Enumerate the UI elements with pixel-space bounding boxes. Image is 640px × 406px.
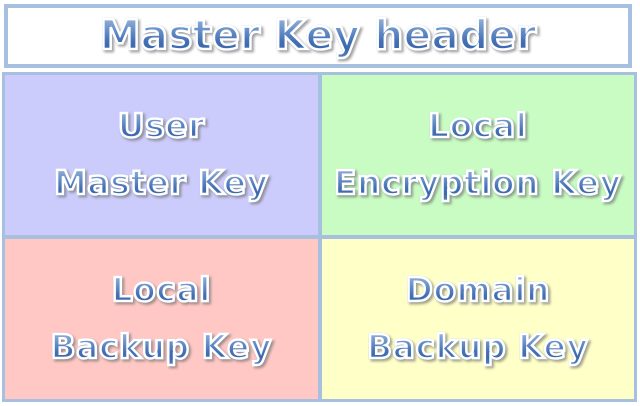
- cell-user-master-key-line1: User: [116, 106, 205, 146]
- cell-local-backup-key-line2: Backup Key: [49, 327, 272, 366]
- master-key-header-label: Master Key header: [98, 11, 537, 60]
- cell-user-master-key: User Master Key: [5, 75, 318, 235]
- cell-local-encryption-key-line2: Encryption Key: [333, 163, 623, 202]
- cell-local-encryption-key: Local Encryption Key: [321, 75, 634, 235]
- cell-local-backup-key-line1: Local: [110, 270, 211, 310]
- master-key-header-box: Master Key header: [4, 4, 632, 68]
- cell-user-master-key-line2: Master Key: [53, 163, 270, 202]
- cell-domain-backup-key: Domain Backup Key: [321, 239, 634, 399]
- cell-domain-backup-key-line1: Domain: [404, 270, 551, 310]
- cell-local-backup-key: Local Backup Key: [5, 239, 318, 399]
- key-quadrant-grid: User Master Key Local Encryption Key Loc…: [2, 72, 637, 402]
- cell-domain-backup-key-line2: Backup Key: [366, 327, 589, 366]
- cell-local-encryption-key-line1: Local: [427, 106, 528, 146]
